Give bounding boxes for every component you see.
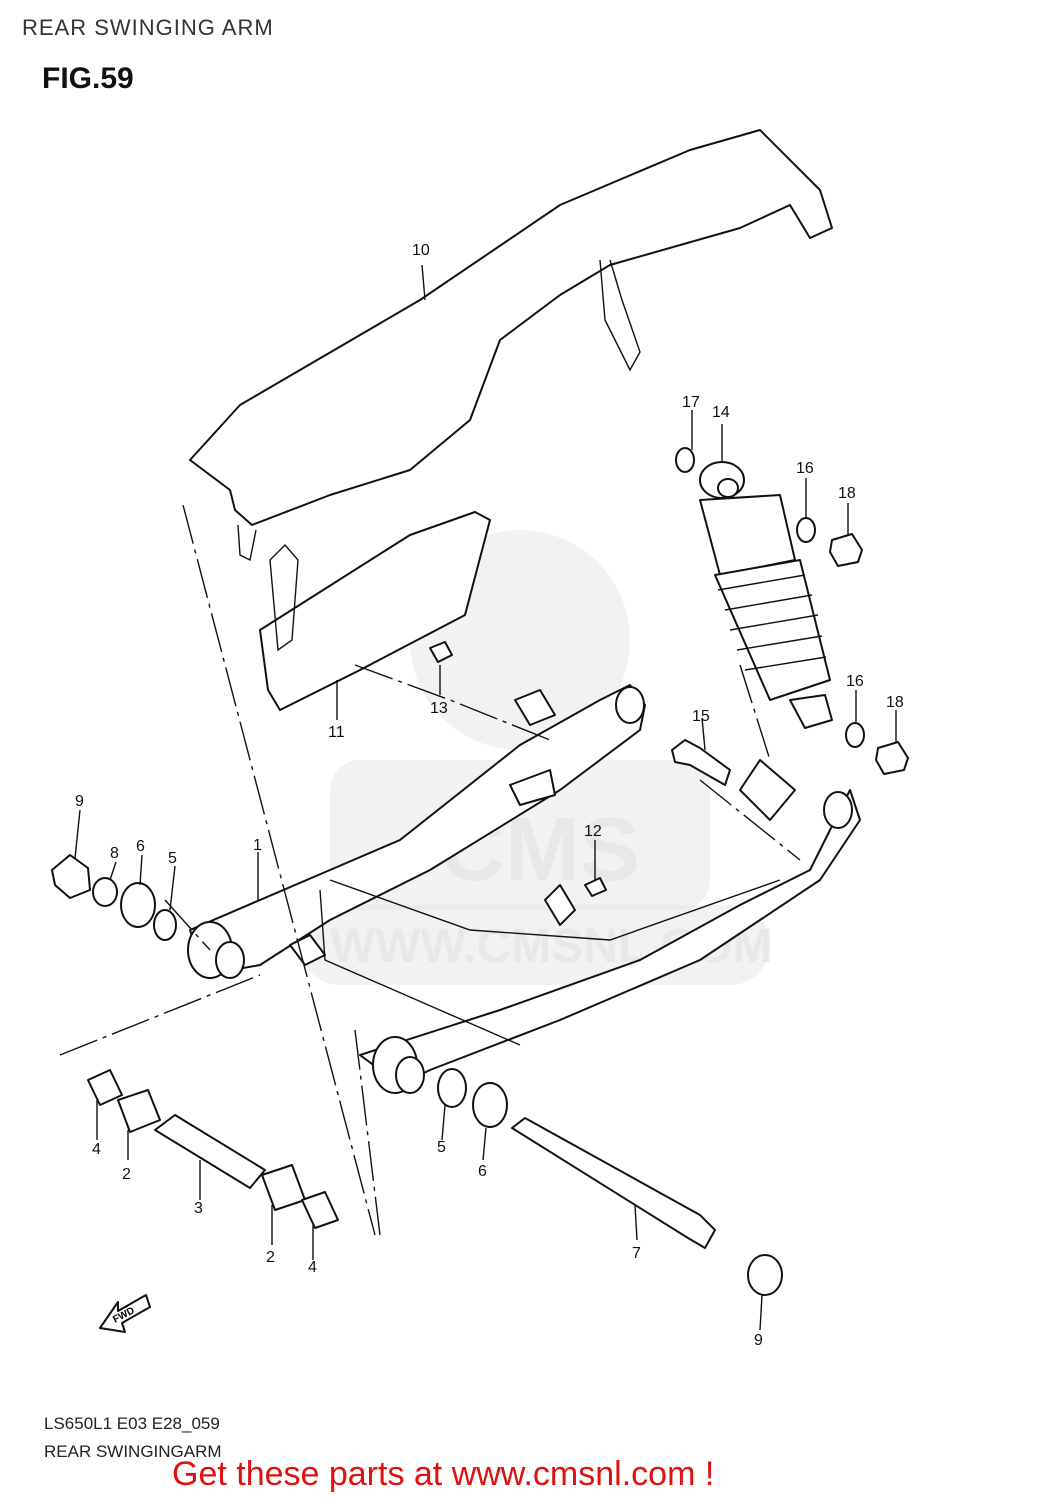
callout-16-bottom: 16 xyxy=(846,673,864,690)
dust-seal-6-left xyxy=(120,882,156,928)
bolt-12 xyxy=(584,877,607,897)
bearing-2-left xyxy=(117,1089,161,1133)
callout-16-top: 16 xyxy=(796,460,814,477)
callout-8: 8 xyxy=(110,845,119,862)
model-code: LS650L1 E03 E28_059 xyxy=(44,1414,220,1433)
callout-11: 11 xyxy=(328,724,345,741)
callout-6-right: 6 xyxy=(478,1163,487,1180)
dust-seal-6-right xyxy=(472,1082,508,1128)
washer-5-left xyxy=(153,909,177,941)
cap-nut-18-top xyxy=(829,533,863,567)
callout-4-right: 4 xyxy=(308,1259,317,1276)
washer-5-right xyxy=(437,1068,467,1108)
shock-bolt xyxy=(671,739,731,786)
callout-2-right: 2 xyxy=(266,1249,275,1266)
callout-9-right: 9 xyxy=(754,1332,763,1349)
callout-5-right: 5 xyxy=(437,1139,446,1156)
rear-shock-absorber xyxy=(699,461,833,729)
callout-9-left: 9 xyxy=(75,793,84,810)
callout-17: 17 xyxy=(682,394,700,411)
cap-9-right xyxy=(747,1254,783,1296)
washer-17 xyxy=(675,447,695,473)
chain-case xyxy=(189,129,833,526)
callout-18-bottom: 18 xyxy=(886,694,904,711)
washer-16-top xyxy=(796,517,816,543)
spacer-4-right xyxy=(301,1191,339,1229)
callout-2-left: 2 xyxy=(122,1166,131,1183)
bearing-2-right xyxy=(261,1164,306,1211)
cap-nut-18-bottom xyxy=(875,741,909,775)
callout-3: 3 xyxy=(194,1200,203,1217)
swing-arm xyxy=(189,684,646,976)
callout-10: 10 xyxy=(412,242,430,259)
spacer-4-left xyxy=(87,1069,123,1106)
chain-case-cover xyxy=(259,511,491,711)
pivot-shaft-7 xyxy=(511,1117,716,1249)
callout-6-left: 6 xyxy=(136,838,145,855)
callout-1: 1 xyxy=(253,837,262,854)
buy-parts-link[interactable]: Get these parts at www.cmsnl.com ! xyxy=(172,1455,715,1493)
page-title: REAR SWINGING ARM xyxy=(22,15,274,40)
washer-16-bottom xyxy=(845,722,865,748)
figure-number: FIG.59 xyxy=(42,62,134,95)
pivot-sleeve-3 xyxy=(154,1114,266,1189)
callout-15: 15 xyxy=(692,708,710,725)
callout-14: 14 xyxy=(712,404,730,421)
diagram-caption: REAR SWINGINGARM xyxy=(44,1442,222,1461)
callout-18-top: 18 xyxy=(838,485,856,502)
callout-7: 7 xyxy=(632,1245,641,1262)
nut-8 xyxy=(92,877,118,907)
callout-4-left: 4 xyxy=(92,1141,101,1158)
forward-direction-arrow: FWD xyxy=(99,1294,151,1333)
cap-9-left xyxy=(51,854,91,899)
callout-5-left: 5 xyxy=(168,850,177,867)
callout-12: 12 xyxy=(584,823,602,840)
callout-13: 13 xyxy=(430,700,448,717)
bolt-13 xyxy=(429,641,453,663)
